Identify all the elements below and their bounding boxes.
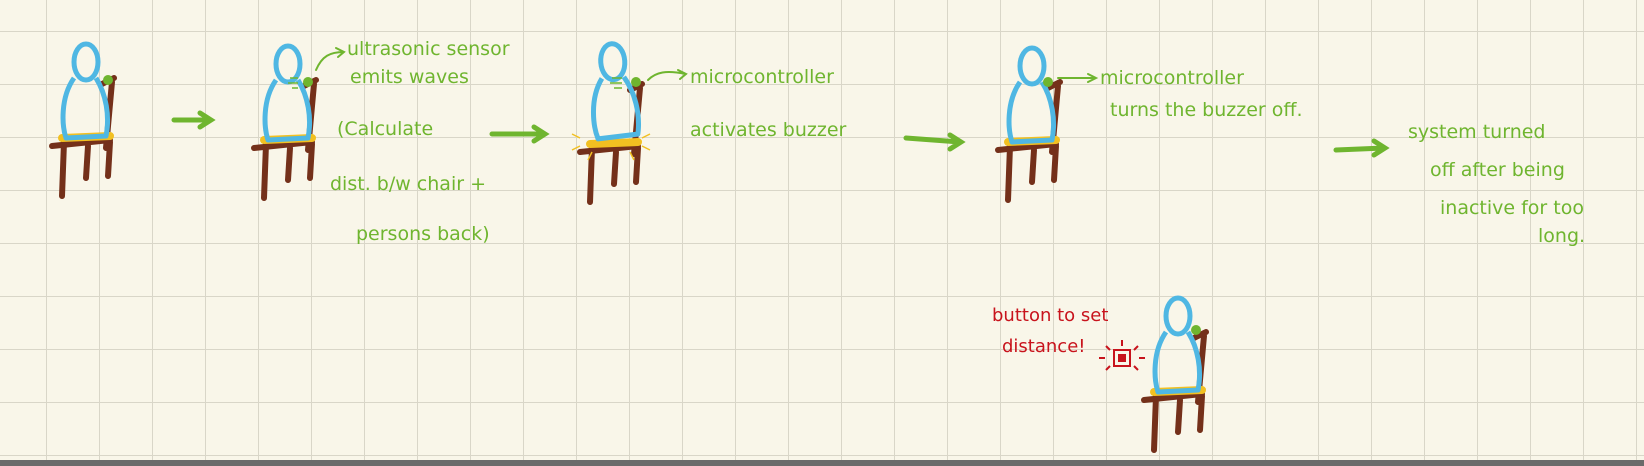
calc-label-line-3: persons back) bbox=[356, 223, 490, 245]
set-distance-button-icon bbox=[1099, 340, 1145, 371]
pointer-sensor-icon bbox=[315, 47, 346, 71]
figure-1-person-on-chair bbox=[52, 44, 114, 196]
arrow-1-icon bbox=[171, 110, 216, 130]
pointer-micro-2-icon bbox=[1057, 73, 1099, 83]
buzzer-vibration-icon bbox=[571, 133, 651, 161]
figure-5-button-setup bbox=[1144, 298, 1206, 450]
sensor-icon bbox=[631, 77, 641, 87]
system-label-line-4: long. bbox=[1538, 225, 1585, 247]
figure-2-sensor-emits bbox=[254, 46, 316, 198]
figure-3-buzzer-active bbox=[571, 42, 651, 202]
system-label-line-2: off after being bbox=[1430, 159, 1565, 181]
figure-4-buzzer-off bbox=[998, 48, 1060, 200]
activates-buzzer-label: activates buzzer bbox=[690, 119, 847, 141]
calc-label-line-1: (Calculate bbox=[337, 118, 433, 140]
arrow-2-icon bbox=[489, 124, 550, 144]
system-label-line-1: system turned bbox=[1408, 121, 1546, 143]
arrow-4-icon bbox=[1333, 138, 1390, 158]
button-label-line-1: button to set bbox=[992, 305, 1108, 326]
sensor-icon bbox=[303, 77, 313, 87]
system-label-line-3: inactive for too bbox=[1440, 197, 1584, 219]
sensor-icon bbox=[1191, 325, 1201, 335]
sensor-icon bbox=[1043, 77, 1053, 87]
page-bottom-rule bbox=[0, 460, 1644, 466]
sensor-icon bbox=[103, 75, 113, 85]
micro-label-1: microcontroller bbox=[690, 66, 834, 88]
pointer-micro-1-icon bbox=[647, 69, 688, 81]
arrow-3-icon bbox=[903, 132, 966, 152]
micro-label-2: microcontroller bbox=[1100, 67, 1244, 89]
button-label-line-2: distance! bbox=[1002, 336, 1086, 357]
calc-label-line-2: dist. b/w chair + bbox=[330, 173, 486, 195]
sensor-label-line-1: ultrasonic sensor bbox=[347, 38, 510, 60]
turns-off-label: turns the buzzer off. bbox=[1110, 99, 1303, 121]
sensor-label-line-2: emits waves bbox=[350, 66, 469, 88]
